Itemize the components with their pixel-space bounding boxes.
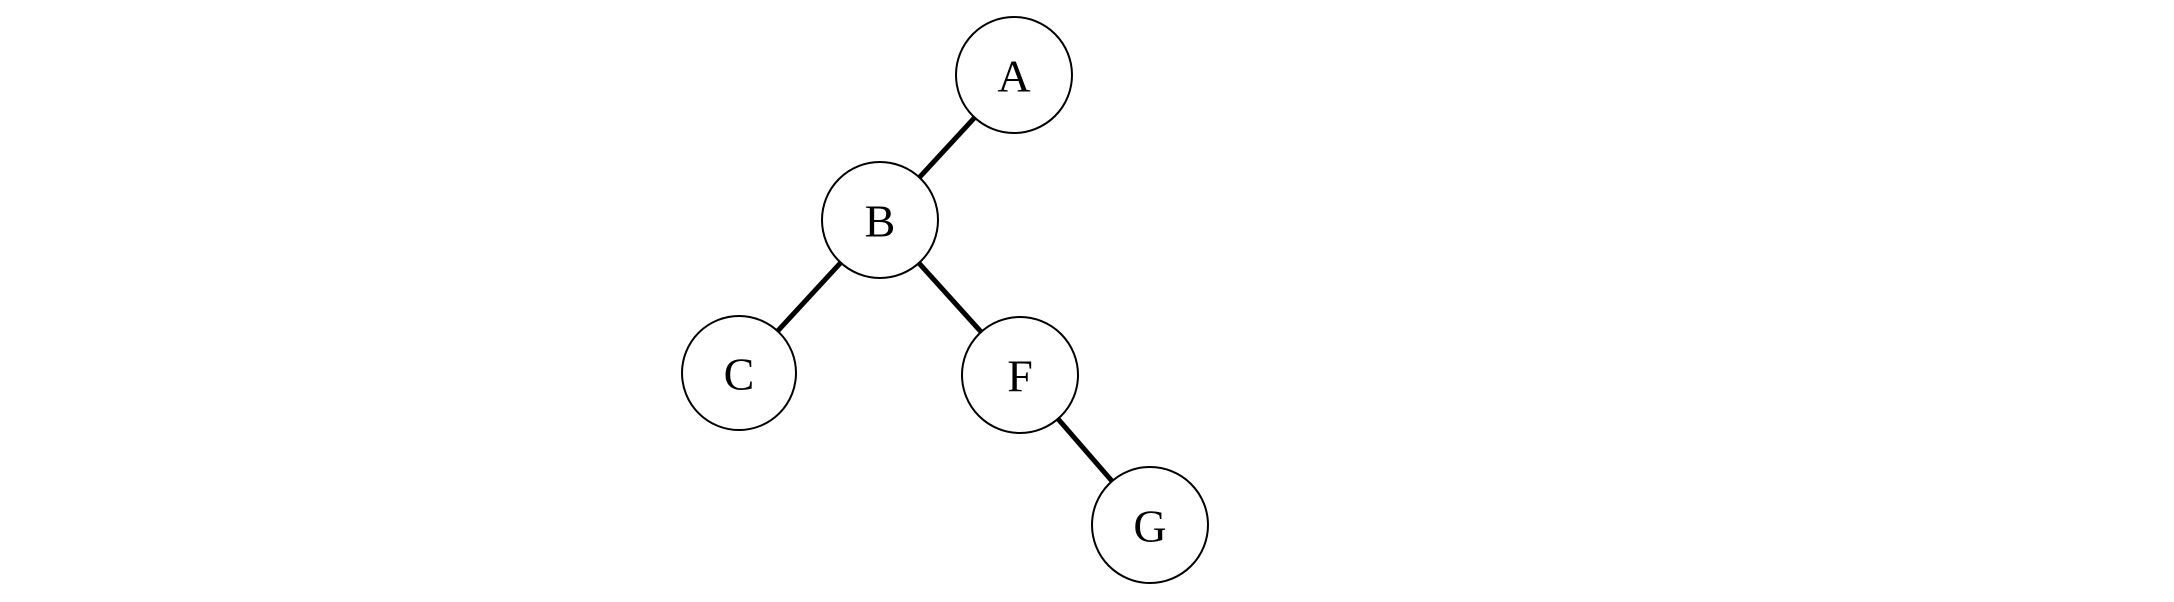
graph-node-circle-b[interactable] (821, 161, 939, 279)
graph-node-label-f: F (1007, 351, 1033, 402)
graph-edge-b-f (917, 261, 983, 334)
graph-node-label-a: A (997, 51, 1030, 102)
graph-edge-a-b (917, 115, 977, 180)
nodes-layer: A B C F G (681, 16, 1209, 584)
graph-edge-f-g (1056, 417, 1114, 483)
graph-node-circle-a[interactable] (955, 16, 1073, 134)
graph-node-g[interactable]: G (1091, 466, 1209, 584)
graph-node-b[interactable]: B (821, 161, 939, 279)
graph-node-label-b: B (865, 196, 896, 247)
graph-node-circle-g[interactable] (1091, 466, 1209, 584)
graph-node-label-g: G (1133, 501, 1166, 552)
edges-layer (775, 115, 1114, 483)
graph-node-label-c: C (724, 349, 755, 400)
graph-node-circle-c[interactable] (681, 315, 797, 431)
graph-edge-b-c (775, 260, 843, 333)
graph-node-c[interactable]: C (681, 315, 797, 431)
graph-node-a[interactable]: A (955, 16, 1073, 134)
graph-node-f[interactable]: F (961, 316, 1079, 434)
graph-node-circle-f[interactable] (961, 316, 1079, 434)
